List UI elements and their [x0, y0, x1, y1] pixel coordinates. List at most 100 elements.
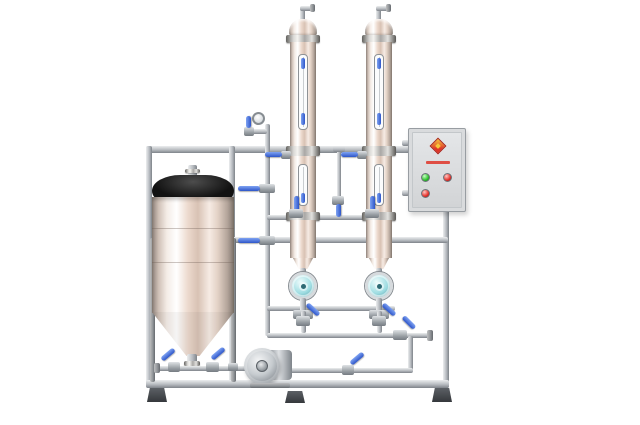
suction-pipe — [157, 366, 283, 371]
panel-bracket — [402, 140, 409, 146]
valve-handle — [341, 152, 358, 157]
panel-lights — [421, 173, 459, 198]
feed-riser-pipe — [265, 124, 270, 336]
indicator-light-red — [421, 189, 430, 198]
valve-handle — [401, 315, 417, 330]
tri-clamp — [286, 146, 320, 156]
feed-valve-body — [259, 184, 275, 193]
flowmeter-dial — [300, 283, 306, 289]
tri-clamp — [286, 35, 320, 43]
membrane-column-1 — [265, 4, 323, 322]
column-shell-lower — [290, 220, 316, 258]
tank-weld-seam — [152, 228, 234, 229]
suction-valve-body — [206, 362, 219, 372]
frame-mid-rail — [232, 237, 448, 243]
pump-base — [250, 383, 290, 388]
indicator-light-red — [443, 173, 452, 182]
drain-end-flange — [427, 330, 433, 341]
sample-valve-body — [281, 151, 291, 159]
upper-manifold-pipe — [267, 215, 391, 220]
column-top-fitting — [386, 4, 391, 12]
level-float — [377, 193, 381, 203]
level-float — [377, 58, 381, 69]
frame-bottom-rail — [146, 380, 449, 388]
tank-outlet-clamp — [184, 361, 200, 366]
valve-handle — [349, 351, 365, 366]
membrane-column-2 — [341, 4, 399, 322]
flowmeter-stub — [300, 268, 306, 274]
feed-valve-body — [244, 127, 254, 136]
tri-clamp — [362, 146, 396, 156]
valve-handle — [265, 152, 282, 157]
valve-handle — [238, 186, 260, 191]
frame-foot — [147, 388, 167, 402]
column-top-fitting — [310, 4, 315, 12]
level-float — [301, 193, 305, 203]
tri-clamp — [362, 212, 396, 221]
tri-clamp — [286, 212, 320, 221]
tri-clamp — [362, 35, 396, 43]
flowmeter-dial — [376, 283, 382, 289]
valve-handle — [210, 346, 226, 361]
drain-valve-body — [296, 316, 310, 326]
check-valve-body — [393, 330, 407, 340]
frame-left-post — [146, 146, 152, 388]
valve-handle — [336, 204, 341, 217]
level-float — [301, 113, 305, 125]
drain-valve-body — [372, 316, 386, 326]
lower-manifold-pipe — [267, 306, 395, 311]
pipe-union — [228, 363, 238, 371]
sight-glass-upper — [298, 54, 308, 130]
frame-right-post — [443, 146, 449, 388]
sample-valve-body — [357, 151, 367, 159]
column-top-cap — [365, 19, 393, 36]
valve-handle — [160, 347, 176, 362]
tank-outlet — [187, 354, 197, 367]
return-riser — [408, 336, 413, 371]
flowmeter-stub — [376, 268, 382, 274]
suction-end-cap — [154, 363, 160, 373]
valve-handle — [294, 196, 299, 212]
frame-foot — [285, 391, 305, 403]
tank-body — [152, 197, 234, 313]
column-top-cap — [289, 19, 317, 36]
level-float — [301, 58, 305, 69]
suction-valve-body — [168, 362, 180, 372]
column-top-pipe — [300, 8, 305, 22]
sight-glass-lower — [298, 164, 308, 206]
reducer — [293, 258, 313, 269]
interconnect-valve-body — [332, 196, 344, 205]
valve-handle — [246, 116, 251, 128]
brand-text — [426, 161, 450, 164]
reducer — [369, 258, 389, 269]
column-shell-lower — [366, 220, 392, 258]
branch-valve-body — [365, 209, 379, 218]
pressure-gauge — [252, 112, 265, 125]
brand-logo-inner — [435, 143, 441, 149]
valve-handle — [238, 238, 260, 243]
pump-hub — [256, 360, 268, 372]
interconnect-fitting — [333, 146, 345, 152]
column-top-elbow — [376, 6, 389, 11]
column-top-elbow — [300, 6, 313, 11]
sight-glass-lower — [374, 164, 384, 206]
column-outlet-pipe — [376, 298, 382, 312]
interconnect-pipe — [337, 150, 341, 216]
sight-glass-upper — [374, 54, 384, 130]
tank-nozzle-clamp — [185, 169, 200, 173]
branch-valve-body — [289, 209, 303, 218]
column-outlet-pipe — [300, 298, 306, 312]
indicator-light-green — [421, 173, 430, 182]
level-float — [377, 113, 381, 125]
feed-valve-body — [259, 236, 275, 245]
flowmeter-1 — [289, 272, 317, 300]
frame-foot — [432, 388, 452, 402]
flowmeter-2 — [365, 272, 393, 300]
discharge-valve-body — [342, 365, 354, 375]
tank-dome — [152, 175, 234, 199]
panel-bracket — [402, 190, 409, 196]
control-panel — [408, 128, 466, 212]
tank-weld-seam — [152, 262, 234, 263]
drain-pipe — [267, 333, 429, 338]
